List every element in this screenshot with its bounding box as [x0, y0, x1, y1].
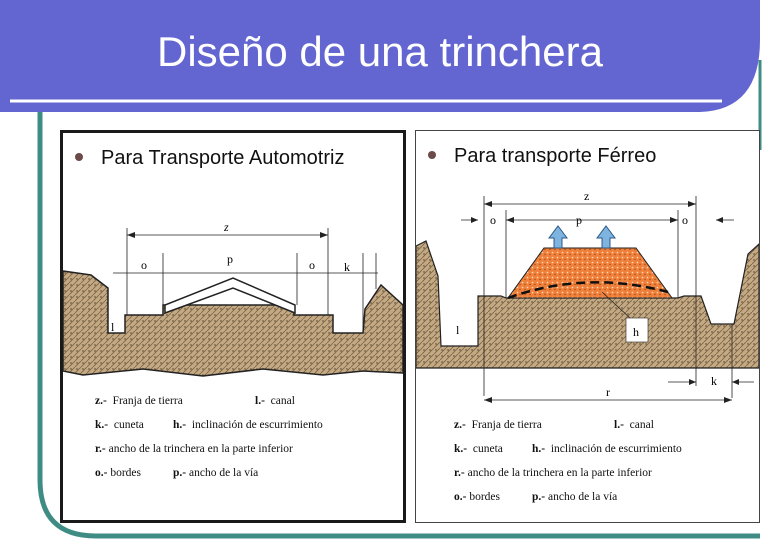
slide-title: Diseño de una trinchera: [157, 28, 603, 75]
label-r: r: [606, 385, 610, 399]
drainage-slope: [507, 281, 669, 300]
label-o-left: o: [141, 258, 147, 272]
bullet-icon: [75, 152, 83, 161]
rail-trench-diagram: h z o p o l k: [416, 189, 759, 403]
label-k: k: [344, 260, 350, 274]
label-o-left: o: [490, 213, 496, 227]
label-h: h: [633, 325, 639, 339]
frame-line: [37, 112, 760, 539]
panel-heading: Para Transporte Automotriz: [75, 147, 344, 170]
rail-icon: [596, 225, 616, 249]
ballast: [507, 247, 673, 299]
label-o-right: o: [309, 258, 315, 272]
panel-heading: Para transporte Férreo: [428, 145, 656, 168]
banner-shape: [0, 0, 760, 112]
label-o-right: o: [682, 213, 688, 227]
panel-heading-text: Para transporte Férreo: [454, 145, 657, 167]
road-trench-diagram: z o p o k l: [63, 220, 403, 377]
label-l: l: [456, 323, 460, 337]
bullet-icon: [428, 150, 436, 159]
label-p: p: [576, 213, 582, 227]
panel-rail-transport: Para transporte Férreo: [415, 130, 760, 523]
label-z: z: [223, 220, 229, 234]
rail-icon: [548, 225, 568, 249]
label-z: z: [584, 189, 589, 203]
legend: z.- Franja de tierra l.- canal k.- cunet…: [95, 395, 323, 479]
soil-profile: [416, 240, 759, 369]
panel-heading-text: Para Transporte Automotriz: [101, 147, 345, 169]
pavement: [164, 277, 296, 315]
label-l: l: [111, 320, 115, 334]
label-k: k: [711, 374, 717, 388]
panel-road-transport: Para Transporte Automotriz: [60, 130, 406, 523]
label-p: p: [227, 252, 233, 266]
legend: z.- Franja de tierra l.- canal k.- cunet…: [454, 419, 682, 503]
